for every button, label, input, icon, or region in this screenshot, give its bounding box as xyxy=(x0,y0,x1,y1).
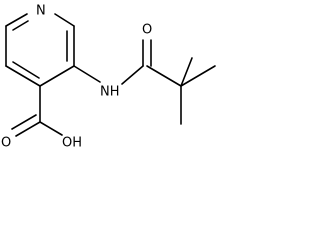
bond-n-c2 xyxy=(54,13,75,27)
bond-nh-carbonyl xyxy=(121,65,144,85)
bond-carboxyl-hydroxyl xyxy=(39,121,63,136)
bond-carbonyl-quaternary xyxy=(146,65,182,87)
pivaloyl-amide-group xyxy=(73,39,216,125)
bond-quaternary-methyl-right xyxy=(180,65,216,87)
bond-quaternary-methyl-up xyxy=(180,57,193,87)
ring-nitrogen-label: N xyxy=(36,4,46,19)
bond-c3-c4 xyxy=(39,65,75,87)
chemical-structure: N NH O O OH xyxy=(1,4,216,151)
bond-c4-c5 xyxy=(5,65,41,87)
amide-nh-label: NH xyxy=(100,85,120,100)
bond-c4-c5-inner xyxy=(12,61,40,79)
amide-oxygen-label: O xyxy=(142,23,152,38)
bond-c3-nh xyxy=(73,65,101,83)
pyridine-ring xyxy=(5,13,75,87)
bond-carboxyl-oxygen-double-2 xyxy=(11,114,37,130)
bond-carboxyl-oxygen-double xyxy=(15,121,41,137)
bond-c6-n-inner xyxy=(12,20,29,31)
acid-oxygen-label: O xyxy=(1,136,11,151)
bond-c6-n xyxy=(5,13,28,27)
hydroxyl-label: OH xyxy=(62,136,82,151)
carboxylic-acid-group xyxy=(11,85,63,137)
